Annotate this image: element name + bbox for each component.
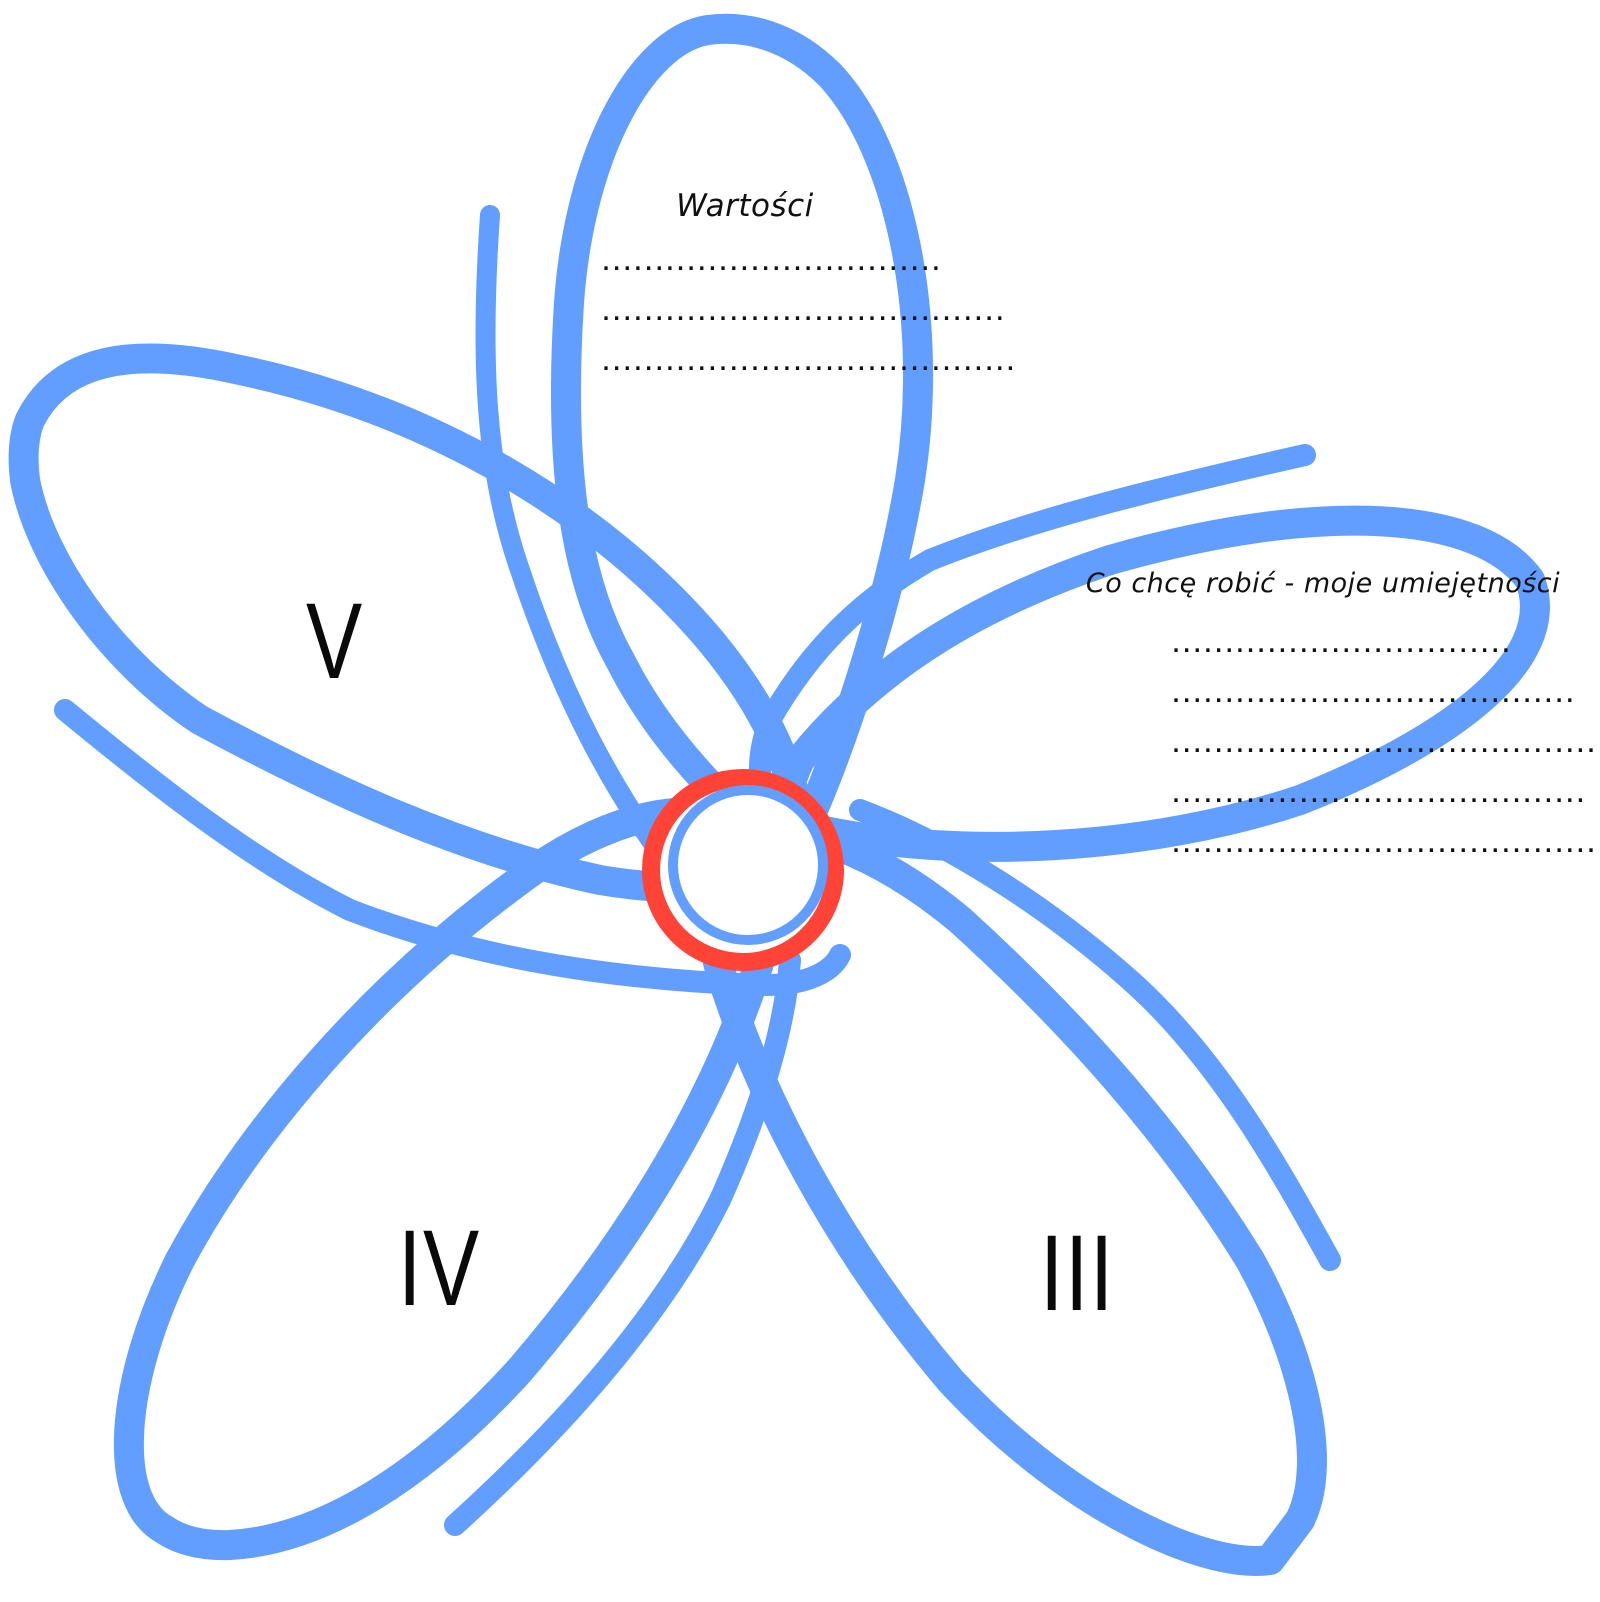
petal-top-title: Wartości: [600, 188, 890, 224]
answer-line: .......................................: [600, 338, 890, 388]
answer-line: ......................................: [600, 288, 890, 338]
petal-right-lines: ................................ .......…: [1170, 620, 1480, 870]
answer-line: ........................................: [1170, 820, 1480, 870]
petal-right-title: Co chcę robić - moje umiejętności: [1078, 568, 1568, 599]
answer-line: .......................................: [1170, 770, 1480, 820]
petal-left-numeral: V: [306, 578, 364, 703]
petal-top-outline: [566, 29, 918, 860]
petal-top-text: Wartości: [600, 188, 890, 224]
answer-line: ................................: [1170, 620, 1480, 670]
center-ring: [651, 778, 835, 962]
answer-line: ................................: [600, 238, 890, 288]
petal-bottom-left-numeral: IV: [398, 1205, 481, 1330]
petal-bottom-right-numeral: III: [1040, 1210, 1115, 1335]
answer-line: ........................................: [1170, 720, 1480, 770]
answer-line: ......................................: [1170, 670, 1480, 720]
petal-top-lines: ................................ .......…: [600, 238, 890, 388]
